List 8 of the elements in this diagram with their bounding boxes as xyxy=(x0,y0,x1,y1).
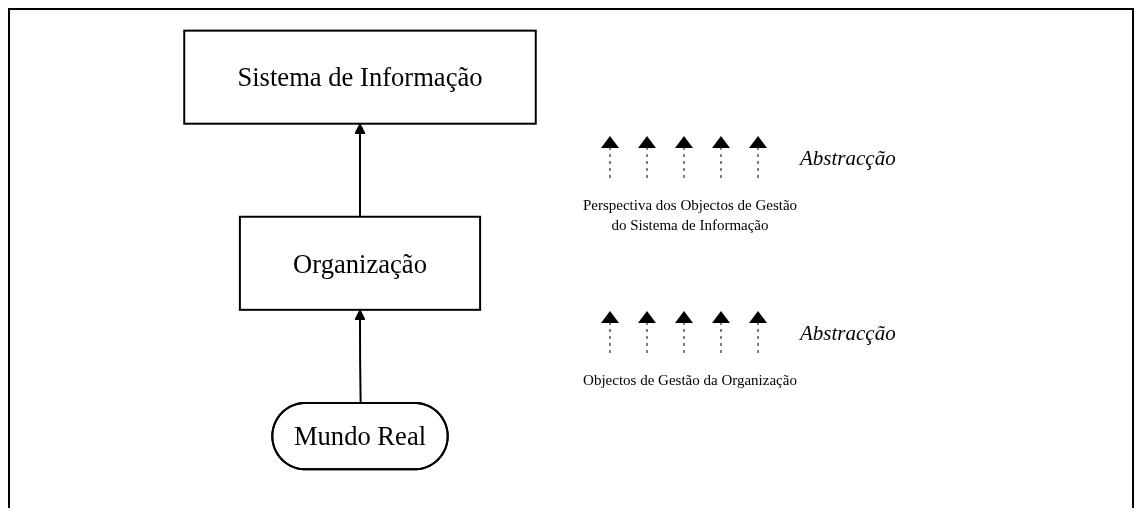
arrow xyxy=(354,123,366,218)
abstraction-label: Abstracção xyxy=(800,145,896,171)
node-box xyxy=(183,29,537,125)
abstraction-label: Abstracção xyxy=(800,320,896,346)
perspective-label: Perspectiva dos Objectos de Gestão do Sistema de Informação xyxy=(581,196,799,235)
flowchart: Sistema de Informação Organização Mundo Real xyxy=(150,20,570,480)
node-box xyxy=(238,215,482,311)
perspective-label: Objectos de Gestão da Organização xyxy=(582,371,798,390)
